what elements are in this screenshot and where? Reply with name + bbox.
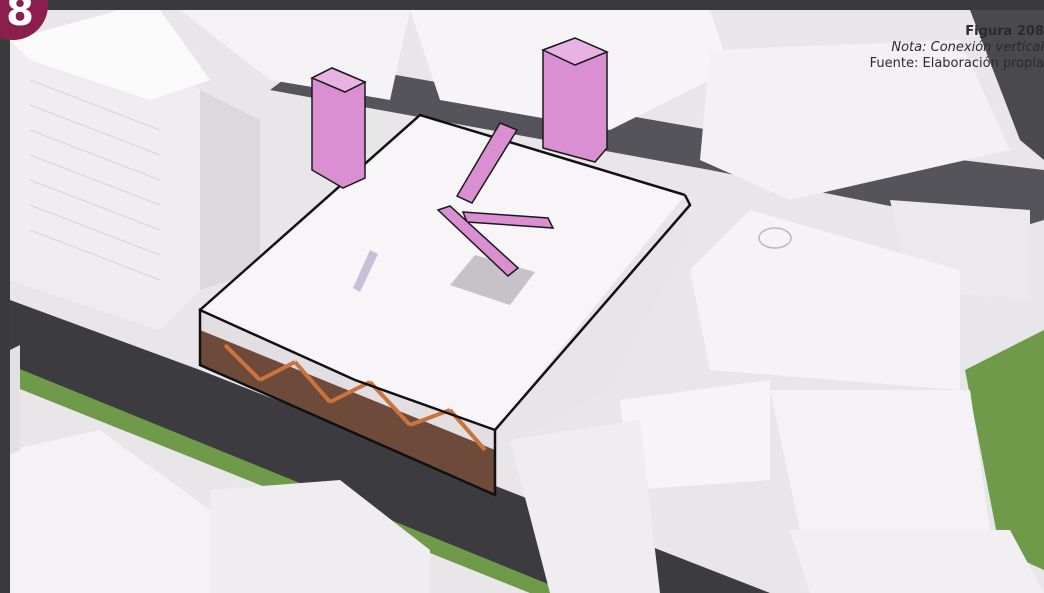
figure-note: Nota: Conexión vertical: [784, 40, 1044, 56]
figure-source: Fuente: Elaboración propia: [784, 56, 1044, 72]
section-number: 8: [6, 0, 34, 32]
frame-border-left: [0, 0, 10, 593]
low-building-2: [770, 390, 990, 530]
figure-caption: Figura 208 Nota: Conexión vertical Fuent…: [784, 24, 1044, 72]
figure-number: Figura 208: [784, 24, 1044, 40]
low-left-edge: [10, 345, 20, 455]
office-tower-side: [200, 90, 260, 290]
frame-border-top: [0, 0, 1044, 10]
low-building-4: [790, 530, 1044, 593]
aerial-render: [10, 10, 1044, 593]
render-scene: Figura 208 Nota: Conexión vertical Fuent…: [10, 10, 1044, 593]
